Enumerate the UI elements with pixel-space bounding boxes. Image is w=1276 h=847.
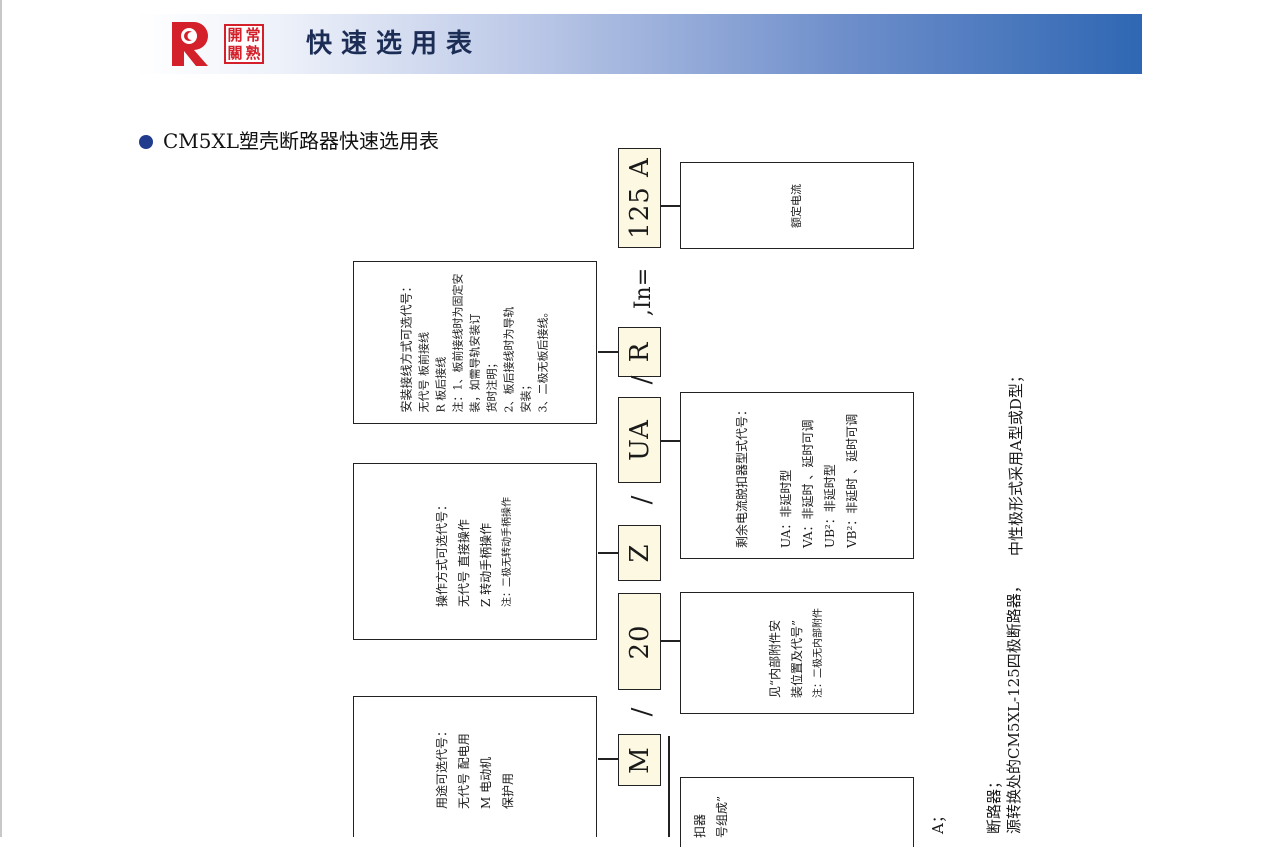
- accessory-box: 见“内部附件安 装位置及代号” 注：二极无内部附件: [680, 592, 914, 714]
- desc-line: VB²：非延时 、延时可调: [845, 413, 859, 548]
- desc-line: UA：非延时型: [779, 469, 793, 548]
- rated-desc: 额定电流: [786, 184, 808, 228]
- code-usage: M: [618, 734, 661, 786]
- desc-line: 用途可选代号：: [435, 724, 449, 810]
- connection-desc: 安装接线方式可选代号： 无代号 板前接线 R 板后接线 注：1、板前接线时为固定…: [399, 273, 552, 412]
- section-title: CM5XL塑壳断路器快速选用表: [163, 129, 440, 153]
- code-text: M: [624, 746, 655, 774]
- desc-line: 注：1、板前接线时为固定安: [451, 273, 465, 412]
- desc-line: 扣器: [693, 813, 707, 838]
- seal-char: 熟: [245, 44, 261, 62]
- desc-line: Z 转动手柄操作: [479, 522, 493, 607]
- code-accessory: 20: [618, 593, 661, 690]
- desc-line: 剩余电流脱扣器型式代号：: [735, 403, 749, 548]
- connector-line: [598, 552, 618, 554]
- desc-line: 操作方式可选代号：: [435, 498, 449, 607]
- connector-line: [661, 205, 681, 207]
- connector-line: [661, 640, 681, 642]
- desc-line: 安装接线方式可选代号：: [399, 279, 414, 412]
- residual-desc: 剩余电流脱扣器型式代号： UA：非延时型 VA：非延时 、延时可调 UB²：非延…: [731, 403, 863, 547]
- connector-line: [598, 758, 618, 760]
- operation-desc: 操作方式可选代号： 无代号 直接操作 Z 转动手柄操作 注：二极无转动手柄操作: [431, 497, 519, 607]
- separator: /: [627, 488, 657, 512]
- desc-line: 见“内部附件安: [768, 619, 782, 698]
- separator-text: /: [627, 495, 657, 505]
- code-text: 125 A: [624, 157, 655, 239]
- accessory-desc: 见“内部附件安 装位置及代号” 注：二极无内部附件: [764, 608, 830, 698]
- code-text: 20: [624, 623, 655, 660]
- side-note: 断路器；: [985, 773, 1003, 834]
- code-operation: Z: [618, 525, 661, 581]
- usage-box: 用途可选代号： 无代号 配电用 M 电动机 保护用: [353, 696, 597, 837]
- desc-line: [753, 403, 775, 547]
- desc-line: R 板后接线: [434, 356, 448, 412]
- brand-logo-icon: [172, 22, 208, 66]
- desc-line: 2、板后接线时为导轨: [502, 306, 516, 412]
- in-label-text: ,In=: [631, 267, 656, 317]
- separator: /: [627, 368, 657, 392]
- in-label: ,In=: [630, 262, 658, 322]
- desc-line: 装，如需导轨安装订: [468, 313, 482, 412]
- desc-line: 注：二极无内部附件: [813, 608, 824, 698]
- connector-line: [668, 736, 670, 837]
- seal-char: 常: [245, 26, 261, 44]
- code-text: Z: [624, 543, 655, 563]
- code-connection: R: [618, 327, 661, 377]
- separator-text: /: [627, 375, 657, 385]
- desc-line: VA：非延时 、延时可调: [801, 419, 815, 548]
- desc-line: 安装；: [519, 379, 533, 412]
- seal-logo: 開 常 關 熟: [224, 24, 264, 64]
- side-note: 源转换处的CM5XL-125四极断路器，: [1005, 578, 1023, 834]
- bullet-icon: [139, 135, 153, 149]
- page-title: 快速选用表: [306, 29, 482, 59]
- seal-char: 關: [227, 44, 243, 62]
- desc-line: 货时注明；: [485, 357, 499, 412]
- desc-line: 额定电流: [790, 183, 803, 228]
- side-note: A；: [929, 808, 947, 834]
- desc-line: UB²：非延时型: [823, 463, 837, 548]
- usage-desc: 用途可选代号： 无代号 配电用 M 电动机 保护用: [431, 725, 519, 809]
- partial-desc: 扣器 号组成”: [689, 796, 733, 838]
- connection-box: 安装接线方式可选代号： 无代号 板前接线 R 板后接线 注：1、板前接线时为固定…: [353, 261, 597, 424]
- rated-current-box: 额定电流: [680, 162, 914, 249]
- desc-line: 无代号 板前接线: [417, 331, 431, 413]
- partial-box: 扣器 号组成”: [680, 777, 914, 847]
- desc-line: 保护用: [501, 772, 515, 810]
- desc-line: 注：二极无转动手柄操作: [502, 496, 513, 607]
- header-banner: [136, 14, 1142, 74]
- separator: /: [627, 700, 657, 724]
- operation-box: 操作方式可选代号： 无代号 直接操作 Z 转动手柄操作 注：二极无转动手柄操作: [353, 463, 597, 640]
- desc-line: 无代号 直接操作: [457, 518, 471, 607]
- code-rated-current: 125 A: [618, 148, 661, 248]
- separator-text: /: [627, 707, 657, 717]
- desc-line: 号组成”: [715, 795, 729, 838]
- desc-line: 3、二极无板后接线。: [536, 306, 550, 412]
- page-edge: [0, 0, 2, 837]
- connector-line: [598, 351, 618, 353]
- code-text: UA: [624, 419, 655, 461]
- desc-line: 无代号 配电用: [457, 733, 471, 810]
- connector-line: [661, 440, 681, 442]
- desc-line: 装位置及代号”: [790, 619, 804, 698]
- side-note: 中性极形式采用A型或D型；: [1007, 368, 1025, 556]
- desc-line: M 电动机: [479, 756, 493, 810]
- seal-char: 開: [227, 26, 243, 44]
- code-residual: UA: [618, 397, 661, 483]
- residual-current-box: 剩余电流脱扣器型式代号： UA：非延时型 VA：非延时 、延时可调 UB²：非延…: [680, 392, 914, 559]
- code-text: R: [624, 341, 655, 363]
